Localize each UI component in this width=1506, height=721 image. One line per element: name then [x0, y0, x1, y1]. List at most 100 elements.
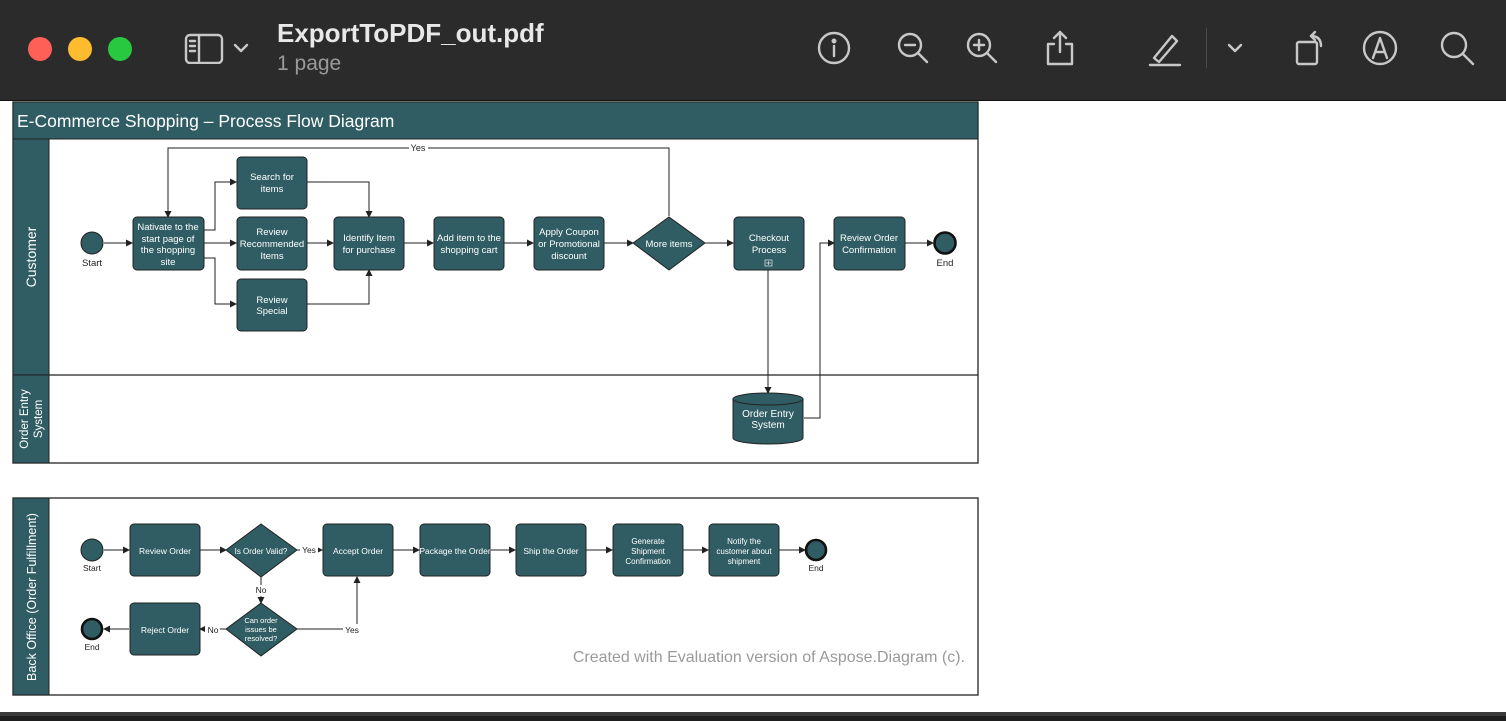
svg-text:Shipment: Shipment [631, 547, 666, 556]
svg-text:the shopping: the shopping [141, 245, 195, 256]
svg-text:start page of: start page of [142, 234, 195, 245]
back-office-end-event[interactable] [804, 538, 828, 562]
svg-text:Confirmation: Confirmation [625, 557, 670, 566]
end-event[interactable] [933, 231, 957, 255]
task-review-order[interactable]: Review Order [129, 523, 201, 577]
minimize-button[interactable] [68, 37, 92, 61]
svg-text:Accept Order: Accept Order [333, 546, 383, 556]
highlight-pen-icon [1148, 34, 1182, 67]
zoom-button[interactable] [108, 37, 132, 61]
task-apply-coupon[interactable]: Apply Coupon or Promotional discount [533, 216, 605, 271]
svg-text:items: items [261, 184, 284, 195]
svg-text:Confirmation: Confirmation [842, 245, 896, 256]
diagram-title: E-Commerce Shopping – Process Flow Diagr… [17, 111, 394, 131]
share-button[interactable] [1037, 26, 1083, 70]
zoom-in-icon [966, 32, 998, 64]
task-reject-order[interactable]: Reject Order [129, 602, 201, 656]
start-event[interactable] [80, 231, 104, 255]
document-title: ExportToPDF_out.pdf [277, 18, 544, 48]
search-icon [1440, 31, 1475, 66]
rotate-icon [1295, 30, 1323, 66]
zoom-out-button[interactable] [890, 26, 936, 70]
window-bottom-edge [0, 712, 1506, 716]
svg-text:Notify the: Notify the [727, 537, 761, 546]
lane-header-back-office [12, 497, 50, 696]
svg-text:More items: More items [646, 239, 693, 250]
data-store-order-entry[interactable]: Order Entry System [732, 392, 804, 445]
svg-text:Review: Review [256, 227, 287, 238]
edge-label-no-resolve: No [208, 625, 219, 635]
svg-text:discount: discount [551, 251, 587, 262]
svg-text:Ship the Order: Ship the Order [523, 546, 578, 556]
sidebar-menu-button[interactable] [226, 26, 256, 70]
task-package-order[interactable]: Package the Order [419, 523, 491, 577]
upper-pool-frame [12, 101, 979, 464]
task-accept-order[interactable]: Accept Order [322, 523, 394, 577]
svg-text:Apply Coupon: Apply Coupon [539, 227, 599, 238]
svg-text:Is Order Valid?: Is Order Valid? [235, 547, 288, 556]
task-navigate[interactable]: Nativate to the start page of the shoppi… [132, 216, 205, 271]
process-flow-diagram: E-Commerce Shopping – Process Flow Diagr… [12, 101, 979, 696]
task-notify-customer[interactable]: Notify the customer about shipment [708, 523, 780, 577]
close-button[interactable] [28, 37, 52, 61]
task-search-items[interactable]: Search for items [236, 156, 308, 210]
lane-label-customer: Customer [23, 226, 39, 287]
end-label: End [937, 258, 954, 269]
svg-text:shopping cart: shopping cart [440, 245, 497, 256]
reject-end-label: End [84, 642, 99, 652]
rotate-button[interactable] [1286, 26, 1332, 70]
svg-text:for purchase: for purchase [343, 245, 396, 256]
gateway-can-issues-be-resolved[interactable]: Can order issues be resolved? [225, 602, 298, 657]
lane-header-order-entry [12, 374, 50, 464]
svg-text:or Promotional: or Promotional [538, 239, 600, 250]
svg-text:Search for: Search for [250, 172, 294, 183]
back-office-start-label: Start [83, 563, 102, 573]
svg-text:Package the Order: Package the Order [419, 546, 491, 556]
gateway-is-order-valid[interactable]: Is Order Valid? [225, 523, 298, 578]
svg-text:Review Order: Review Order [139, 546, 191, 556]
task-add-to-cart[interactable]: Add item to the shopping cart [433, 216, 505, 271]
highlight-menu-button[interactable] [1220, 26, 1250, 70]
document-page: E-Commerce Shopping – Process Flow Diagr… [0, 101, 1506, 716]
svg-text:Add item to the: Add item to the [437, 233, 501, 244]
diagram-title-bar [12, 101, 979, 140]
zoom-out-icon [897, 32, 929, 64]
svg-text:Reject Order: Reject Order [141, 625, 189, 635]
zoom-in-button[interactable] [959, 26, 1005, 70]
share-icon [1046, 30, 1074, 66]
svg-text:Order Entry: Order Entry [742, 409, 794, 420]
edge-label-no-valid: No [256, 585, 267, 595]
svg-text:customer about: customer about [716, 547, 772, 556]
info-button[interactable] [811, 26, 857, 70]
markup-button[interactable] [1357, 26, 1403, 70]
search-button[interactable] [1434, 26, 1480, 70]
svg-text:System: System [751, 420, 784, 431]
edge-label-yes-valid: Yes [302, 545, 316, 555]
task-ship-order[interactable]: Ship the Order [515, 523, 587, 577]
start-label: Start [82, 258, 102, 269]
task-checkout[interactable]: Checkout Process [733, 216, 805, 271]
task-identify-item[interactable]: Identify Item for purchase [333, 216, 405, 271]
chevron-down-icon [233, 43, 249, 53]
lane-label-back-office: Back Office (Order Fulfillment) [25, 513, 39, 681]
markup-icon [1362, 30, 1398, 66]
lane-header-customer [12, 138, 50, 376]
title-bar: ExportToPDF_out.pdf 1 page [0, 0, 1506, 101]
highlight-button[interactable] [1141, 26, 1187, 70]
task-review-recommended[interactable]: Review Recommended Items [236, 216, 308, 271]
svg-text:Review Order: Review Order [840, 233, 898, 244]
task-review-order-confirmation[interactable]: Review Order Confirmation [833, 216, 906, 271]
gateway-more-items[interactable]: More items [632, 216, 706, 271]
svg-text:Generate: Generate [631, 537, 665, 546]
back-office-start-event[interactable] [80, 538, 104, 562]
task-review-special[interactable]: Review Special [236, 278, 308, 332]
svg-text:Process: Process [752, 245, 787, 256]
info-icon [817, 31, 851, 65]
svg-text:Review: Review [256, 295, 287, 306]
toolbar-separator [1206, 28, 1207, 68]
sidebar-toggle-button[interactable] [182, 26, 226, 70]
task-generate-shipment-confirmation[interactable]: Generate Shipment Confirmation [612, 523, 684, 577]
reject-end-event[interactable] [80, 617, 104, 641]
evaluation-watermark: Created with Evaluation version of Aspos… [573, 649, 965, 666]
